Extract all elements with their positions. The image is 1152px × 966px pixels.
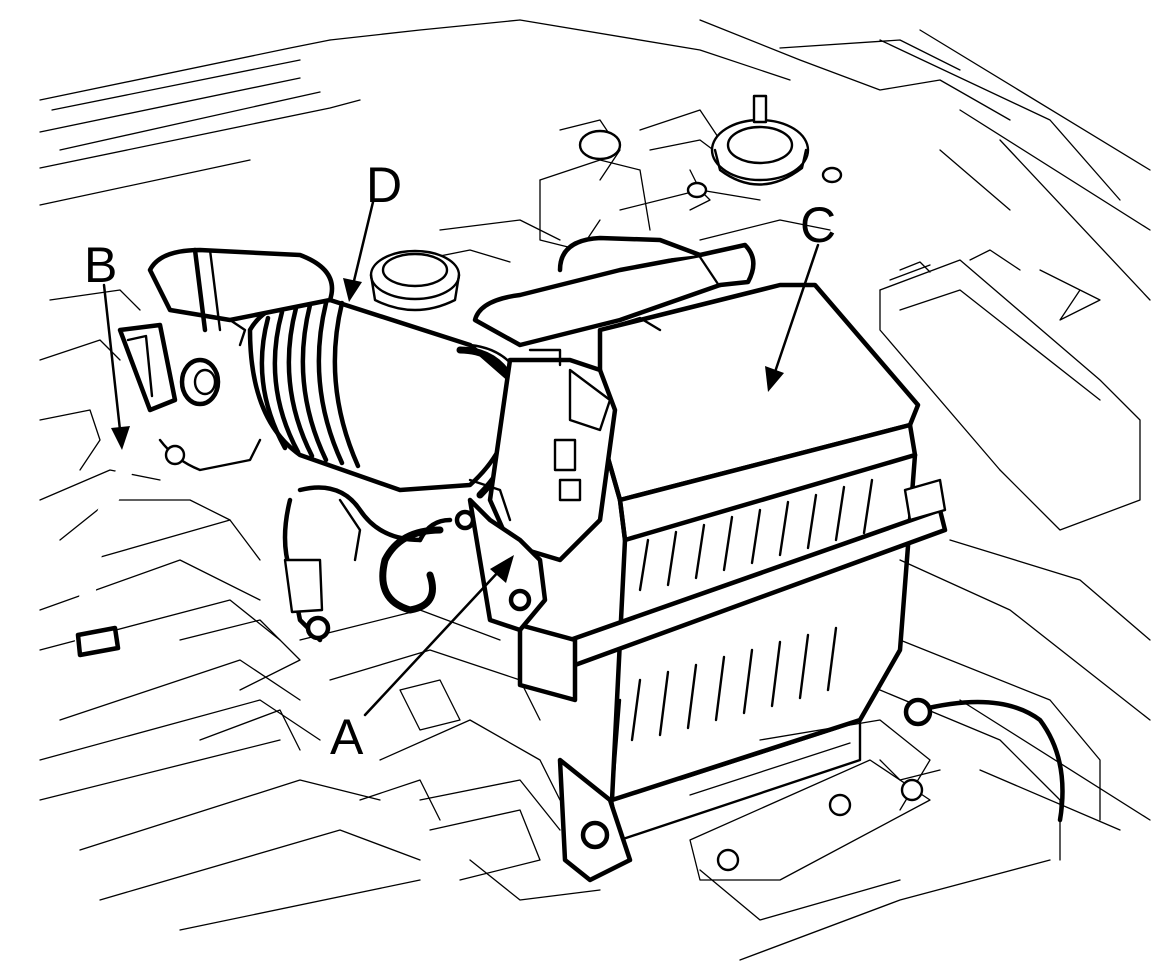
upper-hose [472,235,756,348]
arrowhead-b [111,426,130,450]
reservoir-cap [369,249,461,312]
callout-label-b: B [84,237,118,293]
arrowhead-a [490,555,514,583]
throttle-body [379,348,618,633]
callout-label-a: A [330,709,364,765]
arrow-c [773,243,820,374]
arrowhead-c [765,366,784,392]
air-cleaner-box [517,282,948,883]
arrow-d [351,200,375,287]
strut-tower-cap [578,94,843,199]
callout-arrows [102,200,820,717]
wiring-harness [282,485,423,643]
callout-label-d: D [366,157,403,213]
engine-bay-background [39,19,1151,961]
arrow-a [363,568,502,717]
battery-cable [716,697,1065,872]
callout-label-c: C [800,197,837,253]
arrow-b [102,283,122,432]
arrowhead-d [343,278,362,302]
intake-duct [147,247,532,502]
breather-hose [74,322,262,658]
